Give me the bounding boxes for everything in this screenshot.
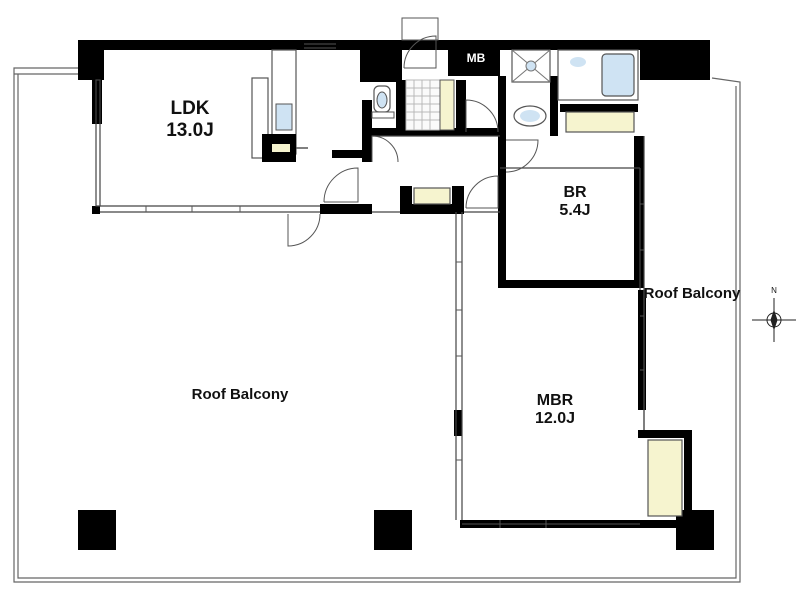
ldk-size: 13.0J — [166, 119, 214, 141]
br-name: BR — [563, 184, 587, 201]
br-label: BR 5.4J — [540, 184, 610, 221]
tile-grid — [405, 79, 455, 131]
walls — [78, 40, 714, 550]
balcony-outline — [13, 67, 741, 583]
door-swings — [287, 17, 539, 247]
br-size: 5.4J — [559, 202, 591, 220]
roof-balcony-right-label: Roof Balcony — [643, 285, 741, 302]
mbr-label: MBR 12.0J — [515, 392, 595, 429]
closets — [413, 111, 683, 517]
compass-rose — [752, 298, 796, 342]
roof-balcony-left-label: Roof Balcony — [191, 386, 289, 403]
compass-north-label: N — [771, 286, 777, 295]
kitchen — [251, 49, 308, 162]
bathroom — [511, 49, 639, 127]
mb-label: MB — [466, 51, 486, 65]
ldk-name: LDK — [170, 98, 210, 119]
mbr-name: MBR — [536, 392, 574, 409]
mbr-size: 12.0J — [534, 410, 576, 428]
ldk-label: LDK 13.0J — [150, 98, 230, 142]
toilet — [371, 85, 395, 119]
window-marks — [145, 43, 644, 528]
partitions — [95, 79, 645, 525]
